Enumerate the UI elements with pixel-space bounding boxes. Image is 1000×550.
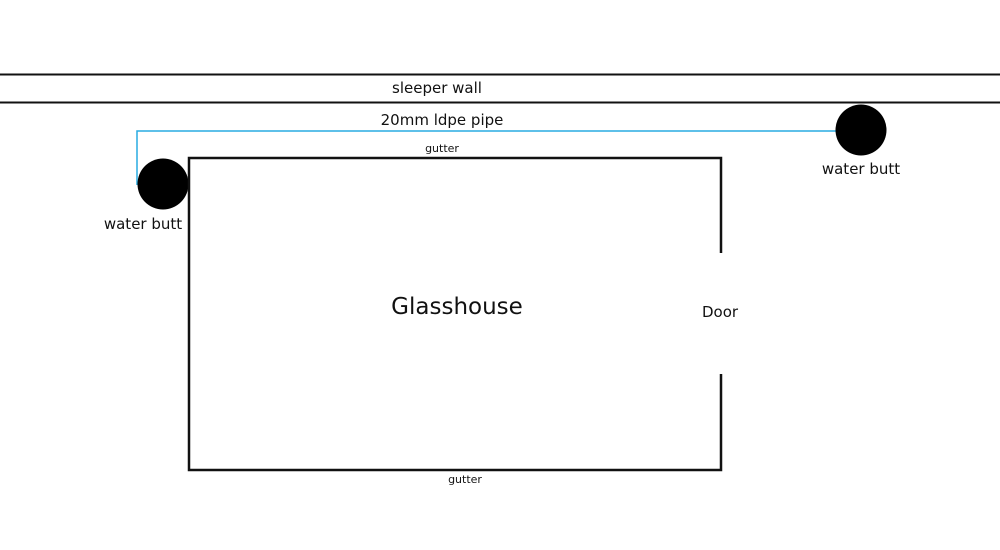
sleeper-wall-label: sleeper wall <box>392 79 482 97</box>
glasshouse-label: Glasshouse <box>391 294 523 320</box>
water-butt-right-label: water butt <box>821 160 901 178</box>
glasshouse-outline <box>187 156 723 472</box>
gutter-bottom-label: gutter <box>448 473 482 486</box>
water-butt-right <box>835 104 887 156</box>
door-label: Door <box>701 303 739 321</box>
gutter-top-label: gutter <box>425 142 459 155</box>
water-butt-left <box>137 158 189 210</box>
ldpe-pipe <box>136 130 836 185</box>
water-butt-left-label: water butt <box>103 215 183 233</box>
pipe-label: 20mm ldpe pipe <box>380 111 504 129</box>
